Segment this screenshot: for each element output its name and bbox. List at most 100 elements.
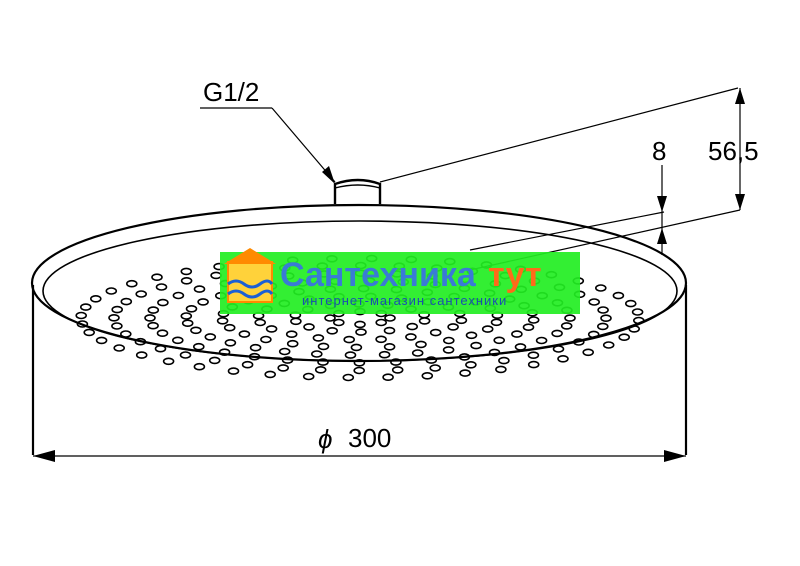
nozzle — [429, 364, 442, 372]
nozzle — [76, 320, 89, 328]
thickness-dimension-label: 8 — [652, 136, 666, 166]
nozzle — [310, 350, 323, 358]
nozzle — [248, 352, 261, 361]
nozzle — [162, 357, 175, 366]
nozzle — [181, 319, 194, 328]
arrow-thickness-top — [657, 196, 667, 212]
nozzle — [260, 335, 272, 344]
nozzle — [442, 336, 455, 345]
nozzle — [83, 328, 95, 337]
nozzle — [628, 325, 641, 333]
nozzle — [564, 314, 576, 322]
nozzle — [265, 325, 278, 333]
nozzle — [535, 336, 548, 345]
arrow-height-top — [735, 88, 745, 104]
nozzle — [286, 339, 299, 348]
nozzle — [455, 316, 468, 325]
nozzle — [514, 343, 527, 351]
nozzle — [600, 314, 612, 323]
nozzle — [126, 279, 138, 288]
nozzle — [391, 366, 404, 374]
nozzle — [317, 358, 329, 366]
nozzle — [157, 298, 169, 307]
nozzle — [312, 334, 325, 342]
nozzle — [354, 320, 366, 329]
nozzle — [210, 271, 222, 280]
nozzle — [326, 326, 339, 335]
nozzle — [155, 283, 168, 291]
nozzle — [208, 356, 221, 365]
nozzle — [560, 322, 573, 330]
nozzle — [355, 328, 367, 336]
nozzle — [190, 326, 202, 335]
nozzle — [447, 323, 459, 331]
nozzle — [353, 366, 366, 375]
nozzle — [481, 325, 494, 333]
nozzle — [458, 353, 471, 361]
thread-size-label: G1/2 — [203, 77, 259, 107]
shower-head-body — [30, 178, 688, 455]
nozzle — [151, 273, 163, 282]
g12-connector — [333, 178, 382, 204]
nozzle — [204, 333, 217, 341]
nozzle — [185, 304, 198, 313]
arrow-diameter-right — [664, 450, 686, 462]
nozzle — [90, 294, 102, 303]
thread-leader-diagonal — [271, 107, 336, 183]
nozzle — [618, 333, 631, 342]
nozzle — [552, 345, 565, 353]
nozzle — [111, 322, 123, 330]
nozzle — [179, 351, 192, 359]
nozzle — [193, 285, 206, 293]
nozzle — [95, 336, 108, 345]
nozzle — [429, 328, 442, 337]
nozzle — [172, 291, 185, 300]
nozzle — [218, 348, 231, 357]
nozzle — [290, 317, 302, 326]
watermark-subtitle: интернет-магазин сантехники — [302, 293, 507, 308]
nozzle — [227, 367, 240, 375]
nozzle — [135, 351, 148, 359]
nozzle — [594, 284, 607, 292]
nozzle — [193, 342, 205, 351]
nozzle — [172, 336, 184, 345]
watermark-title-accent: тут — [488, 256, 541, 294]
nozzle — [465, 360, 477, 369]
nozzle — [527, 316, 540, 324]
dimension-arrows — [33, 88, 745, 462]
nozzle — [303, 323, 315, 331]
nozzle — [384, 314, 396, 322]
nozzle — [390, 358, 402, 366]
nozzle — [344, 351, 357, 359]
nozzle — [470, 341, 482, 350]
nozzle — [180, 312, 193, 320]
nozzle — [314, 365, 327, 374]
nozzle — [465, 331, 478, 340]
nozzle — [425, 356, 438, 364]
nozzle — [264, 370, 277, 379]
nozzle — [135, 290, 147, 298]
nozzle — [197, 298, 209, 306]
nozzle — [332, 318, 345, 327]
nozzle — [317, 342, 330, 351]
nozzle — [216, 316, 229, 325]
nozzle — [249, 343, 262, 352]
nozzle — [353, 358, 366, 367]
arrow-thickness-bottom — [657, 228, 667, 244]
watermark-background — [220, 252, 580, 314]
house-logo-icon — [224, 248, 276, 303]
nozzle — [154, 344, 167, 353]
nozzle — [582, 348, 595, 357]
nozzle — [551, 329, 563, 338]
nozzle — [144, 314, 156, 322]
nozzle — [383, 326, 396, 335]
nozzle — [147, 306, 160, 314]
nozzle — [156, 329, 169, 338]
nozzle — [498, 356, 510, 365]
nozzle — [224, 338, 237, 347]
nozzle — [602, 341, 615, 349]
nozzle — [411, 349, 424, 357]
nozzle — [105, 287, 118, 295]
nozzle — [302, 372, 315, 381]
